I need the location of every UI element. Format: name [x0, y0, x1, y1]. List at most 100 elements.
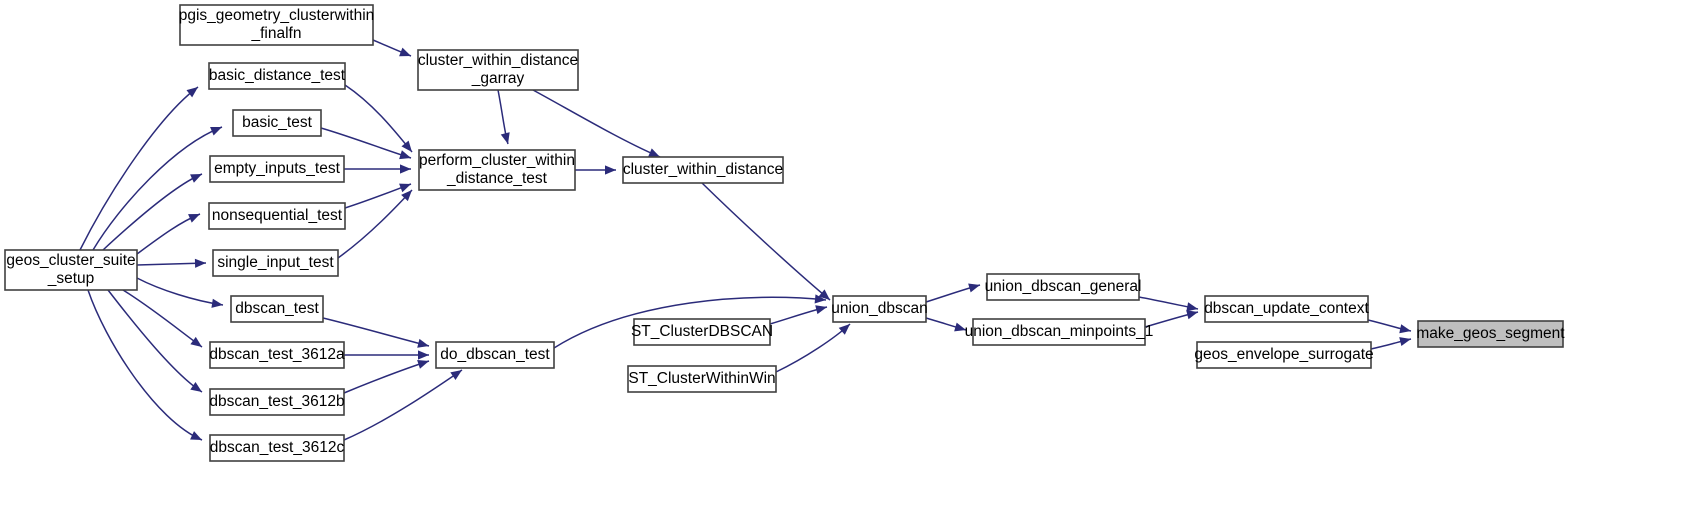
node-label: dbscan_update_context	[1204, 300, 1369, 317]
node-dbscan_test_3612b[interactable]: dbscan_test_3612b	[209, 388, 345, 416]
node-box[interactable]	[209, 155, 345, 183]
node-label: _garray	[471, 70, 525, 87]
node-box[interactable]	[622, 156, 784, 184]
edge-basic_test-to-perform_cluster_within_distance_test	[320, 127, 412, 160]
edge-union_dbscan_general-to-dbscan_update_context	[1138, 296, 1199, 312]
node-label: union_dbscan	[831, 300, 928, 317]
node-box[interactable]	[972, 318, 1146, 346]
edge-geos_cluster_suite_setup-to-dbscan_test_3612b	[107, 289, 203, 393]
edge-dbscan_test_3612c-to-do_dbscan_test	[343, 369, 463, 441]
node-label: basic_test	[242, 114, 312, 131]
edge-union_dbscan_minpoints_1-to-dbscan_update_context	[1144, 310, 1199, 328]
node-box[interactable]	[832, 295, 927, 323]
node-basic_distance_test[interactable]: basic_distance_test	[208, 62, 346, 90]
node-dbscan_test_3612c[interactable]: dbscan_test_3612c	[209, 434, 345, 462]
node-label: cluster_within_distance	[623, 161, 783, 178]
node-cluster_within_distance[interactable]: cluster_within_distance	[622, 156, 784, 184]
node-box[interactable]	[208, 62, 346, 90]
node-box[interactable]	[232, 109, 322, 137]
node-label: make_geos_segment	[1416, 325, 1565, 342]
node-pgis_geometry_clusterwithin_finalfn[interactable]: pgis_geometry_clusterwithin_finalfn	[179, 4, 375, 46]
node-box[interactable]	[209, 388, 345, 416]
node-union_dbscan_general[interactable]: union_dbscan_general	[985, 273, 1142, 301]
node-perform_cluster_within_distance_test[interactable]: perform_cluster_within_distance_test	[418, 149, 576, 191]
node-label: ST_ClusterWithinWin	[628, 370, 775, 387]
node-box[interactable]	[417, 49, 579, 91]
node-label: dbscan_test_3612c	[210, 439, 345, 456]
node-label: cluster_within_distance	[418, 52, 578, 69]
node-ST_ClusterWithinWin[interactable]: ST_ClusterWithinWin	[627, 365, 777, 393]
nodes-layer: pgis_geometry_clusterwithin_finalfnclust…	[4, 4, 1565, 462]
node-label: basic_distance_test	[209, 67, 346, 84]
node-label: ST_ClusterDBSCAN	[631, 323, 773, 340]
node-label: dbscan_test_3612b	[209, 393, 344, 410]
node-label: _distance_test	[446, 170, 548, 187]
node-box[interactable]	[209, 341, 345, 369]
node-label: union_dbscan_general	[985, 278, 1142, 295]
edge-empty_inputs_test-to-perform_cluster_within_distance_test	[344, 164, 411, 174]
node-dbscan_test[interactable]: dbscan_test	[230, 295, 324, 323]
node-label: _finalfn	[251, 25, 302, 42]
edge-union_dbscan-to-union_dbscan_general	[925, 283, 981, 303]
node-box[interactable]	[435, 341, 555, 369]
edge-dbscan_update_context-to-make_geos_segment	[1367, 319, 1412, 334]
edge-pgis_geometry_clusterwithin_finalfn-to-cluster_within_distance_garray	[372, 39, 412, 57]
node-label: geos_cluster_suite	[6, 252, 135, 269]
node-label: dbscan_test_3612a	[209, 346, 345, 363]
node-dbscan_update_context[interactable]: dbscan_update_context	[1204, 295, 1369, 323]
node-do_dbscan_test[interactable]: do_dbscan_test	[435, 341, 555, 369]
node-label: do_dbscan_test	[440, 346, 550, 363]
node-ST_ClusterDBSCAN[interactable]: ST_ClusterDBSCAN	[631, 318, 773, 346]
edge-basic_distance_test-to-perform_cluster_within_distance_test	[344, 84, 413, 153]
edge-geos_cluster_suite_setup-to-basic_test	[92, 126, 223, 251]
edge-geos_cluster_suite_setup-to-empty_inputs_test	[102, 173, 203, 251]
node-box[interactable]	[230, 295, 324, 323]
node-label: union_dbscan_minpoints_1	[965, 323, 1154, 340]
node-label: pgis_geometry_clusterwithin	[179, 7, 375, 24]
node-single_input_test[interactable]: single_input_test	[212, 249, 339, 277]
node-label: dbscan_test	[235, 300, 319, 317]
edge-union_dbscan-to-union_dbscan_minpoints_1	[925, 317, 967, 332]
node-label: single_input_test	[217, 254, 334, 271]
node-box[interactable]	[212, 249, 339, 277]
node-box[interactable]	[986, 273, 1140, 301]
node-union_dbscan_minpoints_1[interactable]: union_dbscan_minpoints_1	[965, 318, 1154, 346]
edge-dbscan_test_3612a-to-do_dbscan_test	[344, 350, 429, 360]
edge-geos_cluster_suite_setup-to-single_input_test	[136, 258, 207, 268]
node-geos_cluster_suite_setup[interactable]: geos_cluster_suite_setup	[4, 249, 138, 291]
edge-geos_envelope_surrogate-to-make_geos_segment	[1370, 337, 1412, 350]
node-geos_envelope_surrogate[interactable]: geos_envelope_surrogate	[1194, 341, 1374, 369]
edge-do_dbscan_test-to-union_dbscan	[553, 294, 827, 349]
node-make_geos_segment[interactable]: make_geos_segment	[1416, 320, 1565, 348]
node-cluster_within_distance_garray[interactable]: cluster_within_distance_garray	[417, 49, 579, 91]
node-label: geos_envelope_surrogate	[1194, 346, 1373, 363]
edge-cluster_within_distance_garray-to-cluster_within_distance	[532, 89, 661, 158]
node-dbscan_test_3612a[interactable]: dbscan_test_3612a	[209, 341, 345, 369]
node-box[interactable]	[209, 434, 345, 462]
node-union_dbscan[interactable]: union_dbscan	[831, 295, 928, 323]
node-box[interactable]	[4, 249, 138, 291]
node-box[interactable]	[1204, 295, 1369, 323]
edge-geos_cluster_suite_setup-to-dbscan_test_3612a	[122, 289, 203, 348]
node-label: perform_cluster_within	[419, 152, 575, 169]
node-box[interactable]	[633, 318, 771, 346]
node-empty_inputs_test[interactable]: empty_inputs_test	[209, 155, 345, 183]
edge-dbscan_test-to-do_dbscan_test	[322, 317, 430, 348]
node-label: empty_inputs_test	[214, 160, 340, 177]
node-box[interactable]	[179, 4, 374, 46]
node-box[interactable]	[418, 149, 576, 191]
edge-cluster_within_distance-to-union_dbscan	[701, 182, 831, 301]
node-box[interactable]	[627, 365, 777, 393]
edge-dbscan_test_3612b-to-do_dbscan_test	[343, 360, 430, 394]
node-box[interactable]	[1417, 320, 1564, 348]
edge-ST_ClusterDBSCAN-to-union_dbscan	[769, 305, 828, 325]
edge-nonsequential_test-to-perform_cluster_within_distance_test	[344, 183, 412, 209]
edge-perform_cluster_within_distance_test-to-cluster_within_distance	[575, 165, 616, 175]
node-basic_test[interactable]: basic_test	[232, 109, 322, 137]
edge-cluster_within_distance_garray-to-perform_cluster_within_distance_test	[497, 89, 510, 145]
edge-geos_cluster_suite_setup-to-dbscan_test_3612c	[87, 289, 203, 441]
node-nonsequential_test[interactable]: nonsequential_test	[208, 202, 346, 230]
node-box[interactable]	[1196, 341, 1372, 369]
node-box[interactable]	[208, 202, 346, 230]
